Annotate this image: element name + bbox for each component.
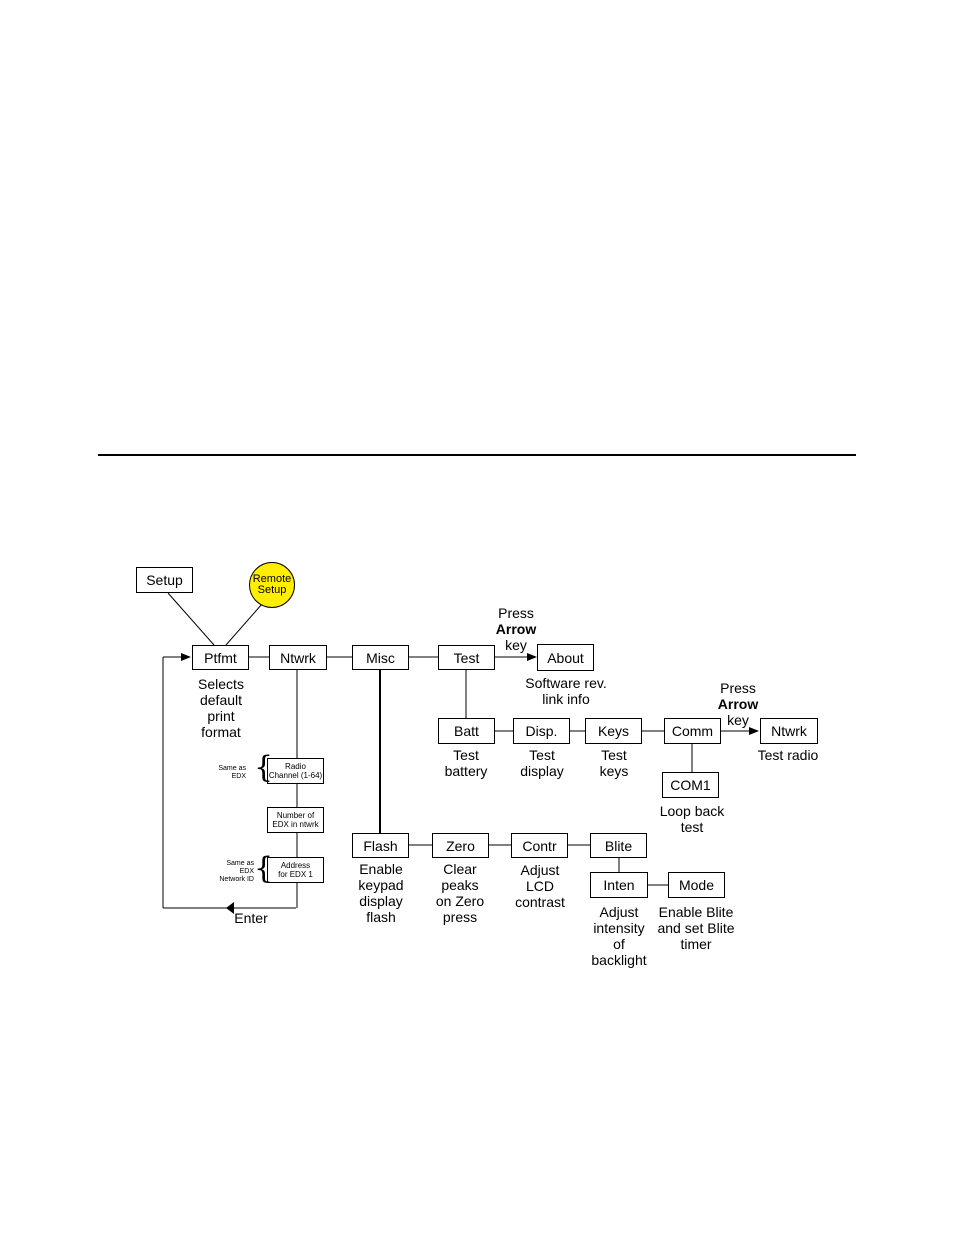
line-remote-ptfmt [225,603,263,646]
inten-box: Inten [590,872,648,898]
ntwrk-test-description: Test radio [757,747,819,763]
zero-box: Zero [432,833,489,858]
zero-description: Clear peaks on Zero press [435,861,485,925]
key-label-2: key [727,712,749,728]
horizontal-rule [98,454,856,456]
mode-description: Enable Blite and set Blite timer [657,904,735,952]
ntwrk-box: Ntwrk [269,645,327,670]
about-box: About [537,644,594,671]
comm-box: Comm [664,718,721,744]
setup-box: Setup [136,567,193,593]
same-as-edx-note: Same as EDX [218,765,246,780]
misc-box: Misc [352,645,409,670]
radio-channel-box: Radio Channel (1-64) [267,758,324,784]
com1-box: COM1 [662,772,719,798]
line-setup-ptfmt [167,592,215,646]
about-description: Software rev. link info [525,675,607,707]
brace-radio: { [254,750,274,785]
ptfmt-box: Ptfmt [192,645,249,670]
address-edx-box: Address for EDX 1 [267,857,324,883]
mode-box: Mode [668,872,725,898]
batt-box: Batt [438,718,495,744]
same-as-edx-network-note: Same as EDX Network ID [219,860,254,883]
contr-box: Contr [511,833,568,858]
flash-box: Flash [352,833,409,858]
contr-description: Adjust LCD contrast [515,862,565,910]
arrow-label: Arrow [495,621,537,637]
disp-description: Test display [520,747,564,779]
enter-label: Enter [234,910,268,926]
press-label: Press [498,605,534,621]
inten-description: Adjust intensity of backlight [591,904,647,968]
ptfmt-description: Selects default print format [198,676,244,740]
keys-box: Keys [585,718,642,744]
number-edx-box: Number of EDX in ntwrk [267,807,324,833]
brace-address: { [254,851,274,886]
test-box: Test [438,645,495,670]
ntwrk-test-box: Ntwrk [760,718,818,744]
press-label-2: Press [720,680,756,696]
batt-description: Test battery [444,747,488,779]
flash-description: Enable keypad display flash [358,861,404,925]
arrow-enter [226,902,234,914]
arrow-label-2: Arrow [717,696,759,712]
disp-box: Disp. [513,718,570,744]
com1-description: Loop back test [659,803,725,835]
blite-box: Blite [590,833,647,858]
remote-setup-circle: Remote Setup [249,562,295,608]
keys-description: Test keys [599,747,629,779]
key-label: key [505,637,527,653]
